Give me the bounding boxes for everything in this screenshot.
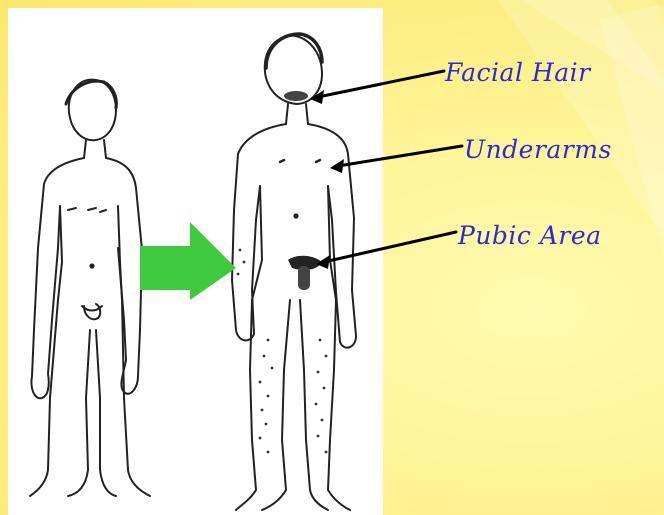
facial-hair-label: Facial Hair	[445, 58, 591, 87]
pubic-area-label: Pubic Area	[458, 221, 602, 250]
underarms-pointer	[338, 146, 462, 166]
man-figure	[232, 34, 356, 510]
underarms-label: Underarms	[464, 135, 612, 164]
facial-hair-pointer	[318, 71, 444, 97]
pubic-area-pointer	[324, 232, 456, 262]
right-arrow-icon	[140, 222, 236, 300]
boy-figure	[30, 80, 150, 496]
genital-mark	[298, 266, 310, 290]
facial-hair-mark	[284, 91, 308, 101]
